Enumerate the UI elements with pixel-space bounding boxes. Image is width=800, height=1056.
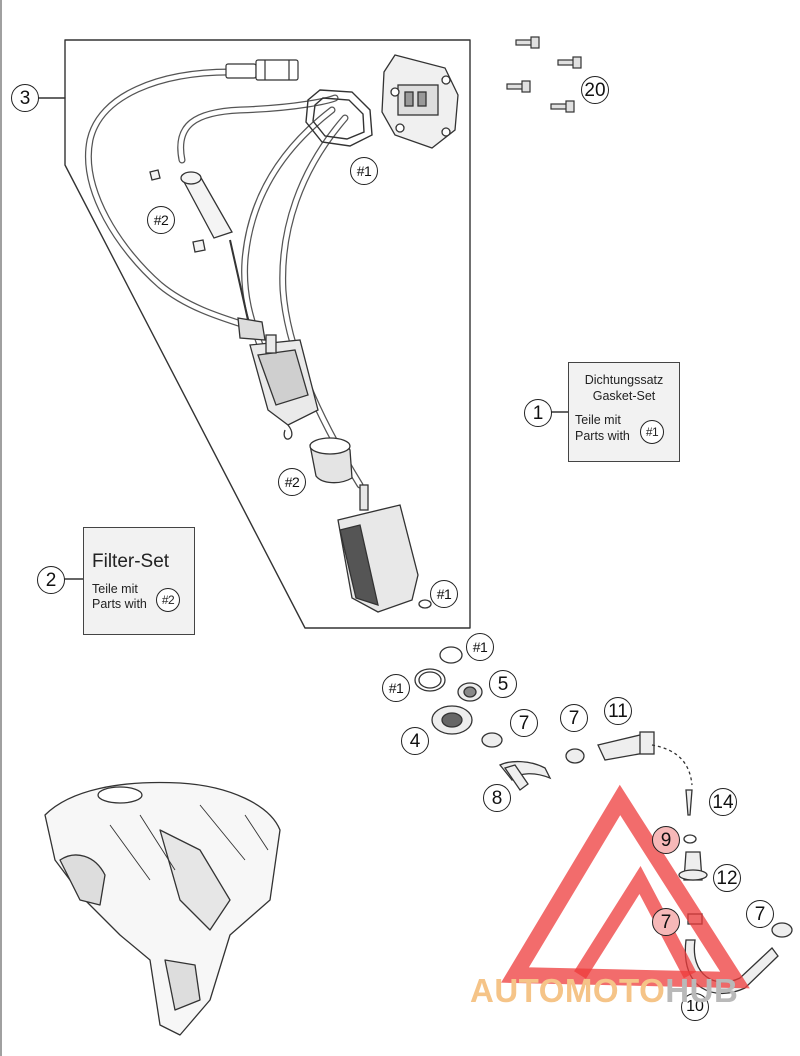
fuel-filter: [149, 169, 249, 321]
callout-1: 1: [524, 399, 552, 427]
gasket-set-box: Dichtungssatz Gasket-Set Teile mit Parts…: [568, 362, 680, 462]
gasket-box-line1: Dichtungssatz: [584, 373, 664, 387]
gasket-box-line4: Parts with: [575, 429, 630, 443]
filter-box-title: Filter-Set: [92, 551, 170, 572]
callout-7-c: 7: [746, 900, 774, 928]
watermark-logo: [501, 784, 750, 989]
filter-sleeve: [309, 437, 353, 484]
filter-box-line1: Teile mit: [92, 582, 138, 596]
filter-set-box: Filter-Set Teile mit Parts with #2: [83, 527, 195, 635]
callout-2: 2: [37, 566, 65, 594]
fuel-hoses: [85, 68, 364, 489]
watermark-text: AUTOMOTOHUB: [470, 972, 738, 1010]
bolts: [506, 36, 582, 113]
callout-20: 20: [581, 76, 609, 104]
callout-ref-1-gasket-b: #1: [382, 674, 410, 702]
callout-7-b: 7: [560, 704, 588, 732]
callout-7-a: 7: [510, 709, 538, 737]
gasket-box-line2: Gasket-Set: [592, 389, 656, 403]
assembly-frame: [64, 39, 471, 629]
callout-ref-1-gasket-a: #1: [466, 633, 494, 661]
callout-ref-1-strainer: #1: [430, 580, 458, 608]
filter-box-line2: Parts with: [92, 597, 147, 611]
callout-7-d: 7: [652, 908, 680, 936]
pump-flange: [381, 54, 459, 149]
fuel-pump: [237, 317, 319, 440]
callout-ref-1-flange: #1: [350, 157, 378, 185]
callout-9: 9: [652, 826, 680, 854]
callout-ref-2-sleeve: #2: [278, 468, 306, 496]
callout-12: 12: [713, 864, 741, 892]
callout-8: 8: [483, 784, 511, 812]
gasket-box-line3: Teile mit: [575, 413, 621, 427]
watermark-part1: AUTOMOTO: [470, 972, 666, 1009]
callout-ref-2-filter: #2: [147, 206, 175, 234]
callout-14: 14: [709, 788, 737, 816]
flange-gasket: [305, 89, 373, 147]
electrical-connector: [225, 59, 299, 81]
callout-4: 4: [401, 727, 429, 755]
filter-box-ref: #2: [156, 588, 180, 612]
gasket-box-ref: #1: [640, 420, 664, 444]
callout-10: 10: [681, 993, 709, 1021]
fuel-tank: [44, 781, 281, 1036]
callout-3: 3: [11, 84, 39, 112]
callout-5: 5: [489, 670, 517, 698]
callout-11: 11: [604, 697, 632, 725]
watermark-part2: HUB: [665, 972, 739, 1009]
pump-strainer: [337, 484, 432, 613]
